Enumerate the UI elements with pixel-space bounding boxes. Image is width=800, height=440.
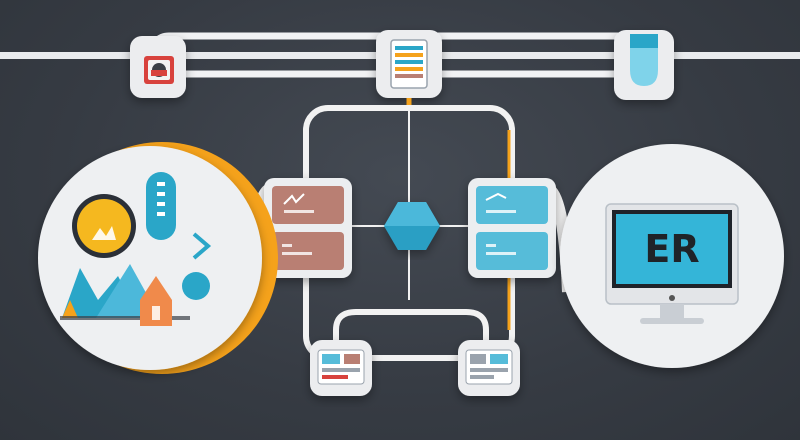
dashboard-node-right[interactable]	[458, 340, 520, 396]
top-node-bottle[interactable]	[614, 30, 674, 100]
bottom-bridge	[333, 309, 489, 356]
card-left-top[interactable]	[272, 186, 344, 224]
sun-icon	[72, 194, 136, 258]
dashboard-icon	[465, 349, 513, 385]
dashboard-icon	[317, 349, 365, 385]
card-right-bottom[interactable]	[476, 232, 548, 270]
left-illustration-circle[interactable]	[38, 142, 278, 374]
card-stack-right[interactable]	[468, 178, 556, 278]
card-stack-left[interactable]	[264, 178, 352, 278]
blue-dot	[182, 272, 210, 300]
thermometer-icon	[146, 172, 176, 240]
bottle-icon	[630, 34, 658, 86]
camera-icon	[144, 56, 174, 84]
right-illustration-circle[interactable]: ER	[560, 144, 784, 368]
house-icon	[140, 276, 172, 326]
monitor-icon: ER	[605, 203, 739, 324]
card-right-top[interactable]	[476, 186, 548, 224]
card-left-bottom[interactable]	[272, 232, 344, 270]
top-node-document[interactable]	[376, 30, 442, 98]
top-node-camera[interactable]	[130, 36, 186, 98]
document-icon	[390, 39, 428, 89]
monitor-screen	[616, 214, 728, 284]
hexagon-hub-icon[interactable]	[384, 202, 440, 250]
dashboard-node-left[interactable]	[310, 340, 372, 396]
monitor-screen-text: ER	[644, 227, 699, 271]
chevron-right-icon	[192, 232, 212, 260]
